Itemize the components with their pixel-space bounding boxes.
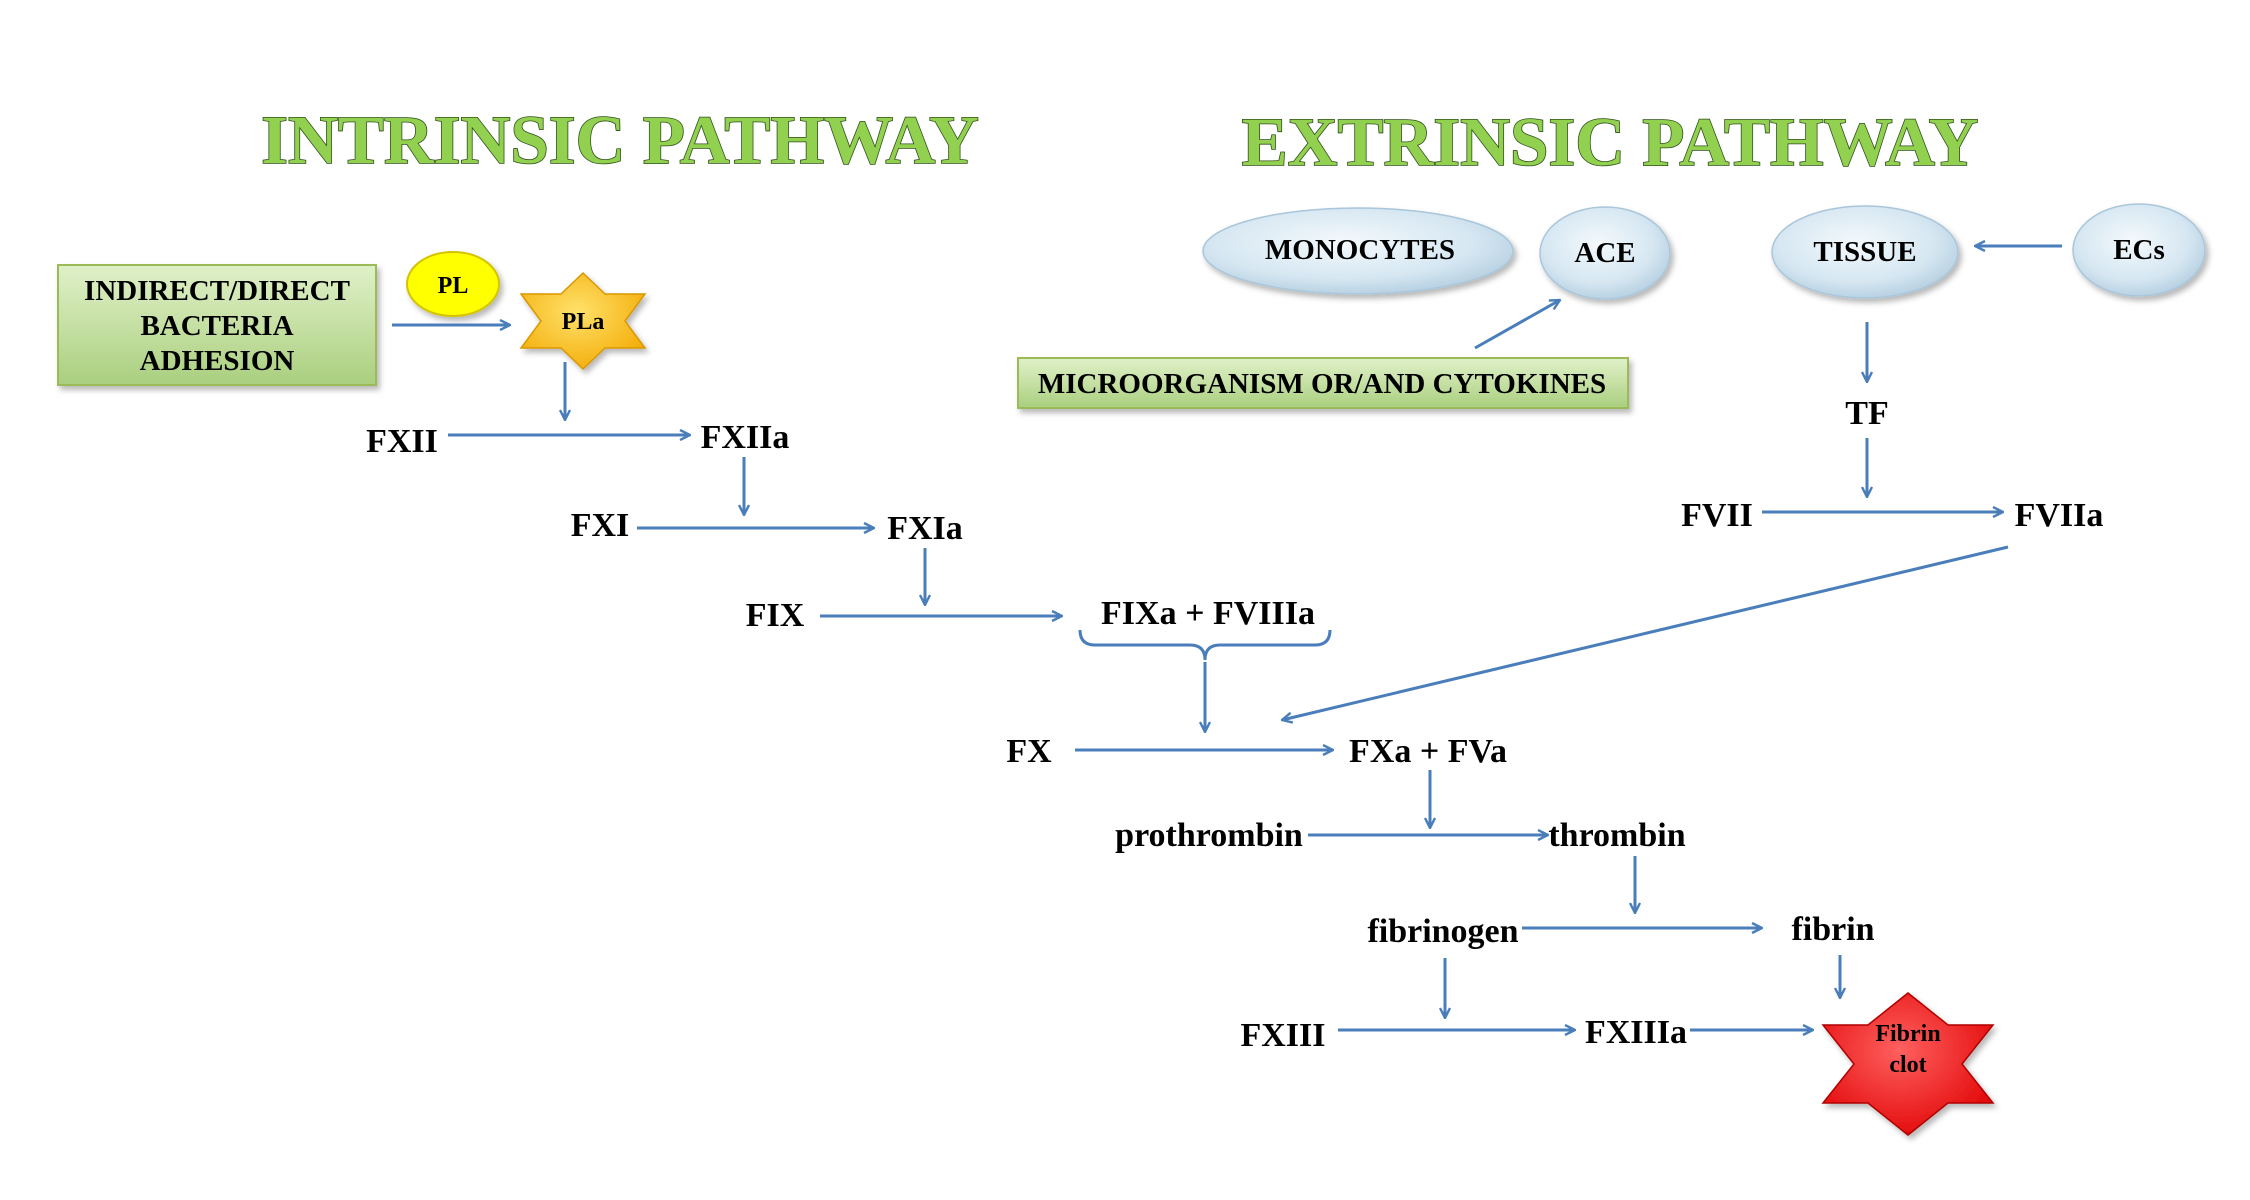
fxiia-label: FXIIa (701, 419, 790, 456)
fibrin-clot-label-line1: Fibrin (1875, 1021, 1940, 1047)
fibrin-clot-star (1821, 992, 1995, 1136)
fxi-label: FXI (571, 507, 630, 544)
microorganism-label: MICROORGANISM OR/AND CYTOKINES (1038, 368, 1606, 400)
tf-label: TF (1845, 395, 1888, 432)
intrinsic-pathway-title: INTRINSIC PATHWAY (261, 102, 979, 178)
fxii-label: FXII (366, 423, 438, 460)
fibrin-clot-label-line2: clot (1889, 1052, 1926, 1078)
tissue-ellipse (1771, 205, 1959, 299)
pl-ellipse (406, 251, 500, 317)
ace-ellipse (1539, 206, 1671, 300)
fibrin-label: fibrin (1791, 911, 1874, 948)
fixa-fviiia-label: FIXa + FVIIIa (1101, 595, 1315, 632)
fvii-label: FVII (1681, 497, 1753, 534)
ace-label: ACE (1574, 237, 1635, 269)
fxia-label: FXIa (887, 510, 963, 547)
adhesion-label-line3: ADHESION (140, 345, 295, 377)
fviia-label: FVIIa (2015, 497, 2104, 534)
fxiiia-label: FXIIIa (1585, 1014, 1687, 1051)
fx-label: FX (1006, 733, 1052, 770)
pla-star (519, 271, 647, 371)
tissue-label: TISSUE (1813, 236, 1916, 268)
fix-label: FIX (746, 597, 805, 634)
pl-label: PL (438, 273, 469, 299)
monocytes-label: MONOCYTES (1265, 234, 1455, 266)
fxiii-label: FXIII (1240, 1017, 1325, 1054)
fibrinogen-label: fibrinogen (1367, 913, 1518, 950)
adhesion-label-line2: BACTERIA (140, 310, 293, 342)
arrow-fviia-to-fx (1282, 545, 2009, 720)
prothrombin-label: prothrombin (1115, 817, 1303, 854)
pla-label: PLa (562, 309, 605, 335)
microorganism-box (1017, 357, 1629, 409)
fixa-fviiia-bracket (1078, 629, 1332, 661)
adhesion-box (57, 264, 377, 386)
arrow-microorganism-to-ace (1474, 300, 1560, 350)
adhesion-label-line1: INDIRECT/DIRECT (84, 275, 350, 307)
fxa-fva-label: FXa + FVa (1349, 733, 1507, 770)
ecs-label: ECs (2113, 234, 2165, 266)
thrombin-label: thrombin (1548, 817, 1685, 854)
ecs-ellipse (2072, 203, 2206, 297)
extrinsic-pathway-title: EXTRINSIC PATHWAY (1242, 104, 1979, 180)
monocytes-ellipse (1202, 207, 1514, 295)
